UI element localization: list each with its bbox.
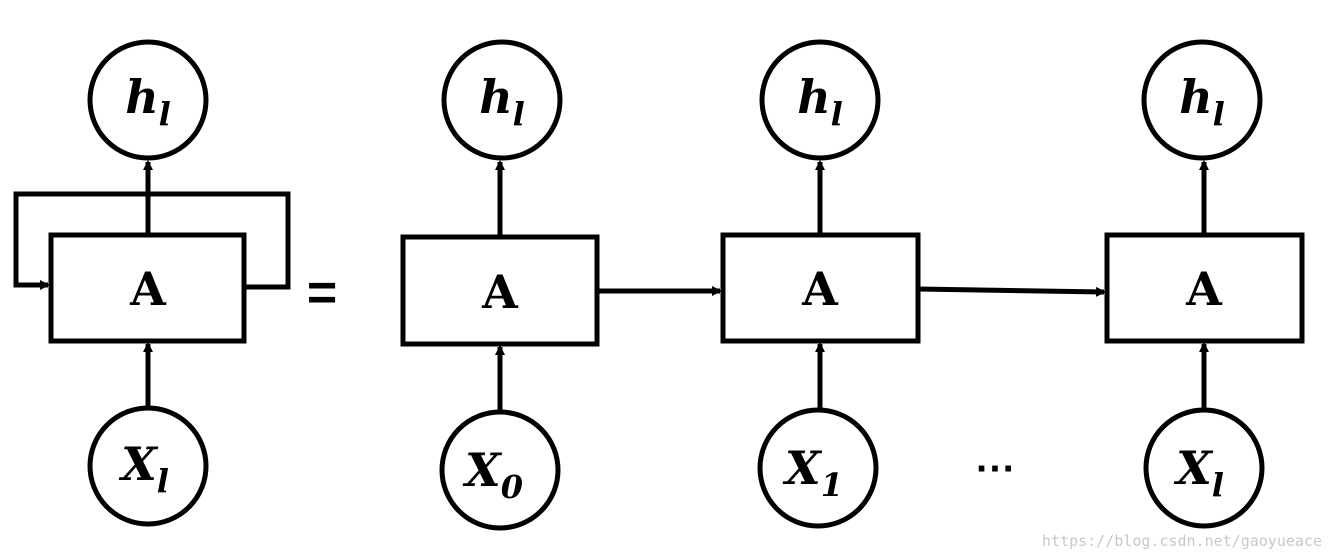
recurrent-loop-arrow (13, 191, 291, 290)
step-1-output-label: hl (797, 70, 843, 133)
step-0-output-node (441, 39, 563, 161)
step-1-input-label: X1 (782, 441, 843, 504)
unrolled-step-0: hl A X0 (400, 39, 600, 531)
step-1-cell-box (720, 232, 921, 344)
unrolled-step-l: hl A Xl (1104, 39, 1305, 529)
step-1-cell-label: A (801, 262, 839, 316)
folded-rnn: hl A Xl (13, 39, 291, 527)
step-l-cell-label: A (1185, 262, 1223, 316)
step-0-input-node (439, 409, 561, 531)
step-l-output-node (1141, 39, 1263, 161)
folded-input-node (87, 405, 209, 527)
folded-cell-box (48, 232, 247, 344)
step-l-cell-box (1104, 232, 1305, 344)
watermark: https://blog.csdn.net/gaoyueace (1042, 532, 1322, 550)
folded-input-label: Xl (118, 437, 169, 500)
folded-cell-label: A (129, 262, 167, 316)
step-0-cell-label: A (481, 265, 519, 319)
hidden-state-arrow-1-l (917, 286, 1106, 297)
step-l-input-label: Xl (1173, 441, 1224, 504)
step-1-output-node (759, 39, 881, 161)
folded-output-node (87, 39, 209, 161)
ellipsis: ··· (976, 447, 1016, 491)
step-1-input-node (757, 407, 879, 529)
step-l-output-label: hl (1179, 70, 1225, 133)
step-l-input-node (1143, 407, 1265, 529)
step-0-input-label: X0 (462, 443, 523, 506)
equals-sign: = (307, 264, 337, 322)
unrolled-step-1: hl A X1 (720, 39, 921, 529)
step-0-output-label: hl (479, 70, 525, 133)
folded-output-label: hl (125, 70, 171, 133)
